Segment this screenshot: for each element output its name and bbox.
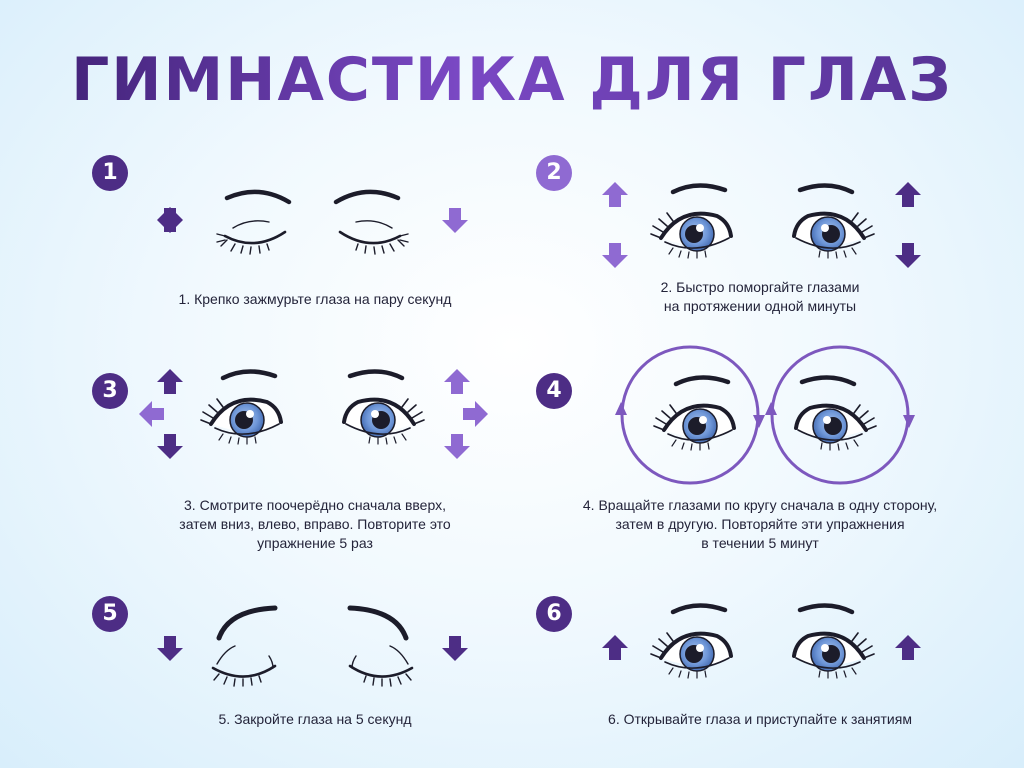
step-2-caption: 2. Быстро поморгайте глазами на протяжен… bbox=[540, 278, 980, 316]
step-5-illustration bbox=[157, 590, 468, 700]
arrow-down-icon bbox=[157, 208, 183, 233]
step-4-badge: 4 bbox=[536, 373, 572, 409]
open-eye-icon bbox=[201, 371, 281, 444]
caption-line: в течении 5 минут bbox=[701, 535, 819, 551]
caption-line: затем вниз, влево, вправо. Повторите это bbox=[179, 516, 451, 532]
open-eye-icon bbox=[654, 377, 734, 450]
closed-eye-icon bbox=[350, 608, 412, 686]
step-6-caption: 6. Открывайте глаза и приступайте к заня… bbox=[540, 710, 980, 729]
step-2-badge: 2 bbox=[536, 155, 572, 191]
step-6-badge: 6 bbox=[536, 596, 572, 632]
circular-arrow-icon bbox=[615, 345, 765, 485]
step-1-caption: 1. Крепко зажмурьте глаза на пару секунд bbox=[95, 290, 535, 309]
step-5-caption: 5. Закройте глаза на 5 секунд bbox=[95, 710, 535, 729]
circular-arrow-icon bbox=[765, 345, 915, 485]
closed-eye-icon bbox=[213, 608, 275, 686]
arrow-up-icon bbox=[895, 635, 921, 660]
page-title: ГИМНАСТИКА ДЛЯ ГЛАЗ bbox=[0, 40, 1024, 120]
arrow-right-icon bbox=[463, 401, 488, 427]
arrow-down-icon bbox=[442, 208, 468, 233]
open-eye-icon bbox=[651, 605, 731, 678]
arrow-down-icon bbox=[602, 243, 628, 268]
arrow-up-icon bbox=[602, 635, 628, 660]
caption-line: 5. Закройте глаза на 5 секунд bbox=[218, 711, 412, 727]
arrow-down-icon bbox=[895, 243, 921, 268]
open-eye-icon bbox=[794, 605, 874, 678]
arrow-up-icon bbox=[895, 182, 921, 207]
arrow-down-icon bbox=[157, 434, 183, 459]
open-eye-icon bbox=[344, 371, 424, 444]
step-3-illustration bbox=[139, 369, 488, 459]
step-4-caption: 4. Вращайте глазами по кругу сначала в о… bbox=[540, 496, 980, 553]
step-1-illustration bbox=[157, 180, 468, 270]
open-eye-icon bbox=[794, 185, 874, 258]
arrow-down-icon bbox=[157, 636, 183, 661]
arrow-down-icon bbox=[444, 434, 470, 459]
step-3-caption: 3. Смотрите поочерёдно сначала вверх, за… bbox=[95, 496, 535, 553]
arrow-up-icon bbox=[157, 369, 183, 394]
closed-eye-icon bbox=[217, 192, 289, 254]
caption-line: 6. Открывайте глаза и приступайте к заня… bbox=[608, 711, 912, 727]
arrow-up-icon bbox=[444, 369, 470, 394]
caption-line: 4. Вращайте глазами по кругу сначала в о… bbox=[582, 497, 938, 513]
step-5-badge: 5 bbox=[92, 596, 128, 632]
step-2-illustration bbox=[602, 182, 921, 268]
step-3-badge: 3 bbox=[92, 373, 128, 409]
open-eye-icon bbox=[796, 377, 876, 450]
step-4-illustration bbox=[615, 345, 915, 485]
arrow-down-icon bbox=[442, 636, 468, 661]
caption-line: на протяжении одной минуты bbox=[663, 298, 857, 314]
arrow-up-icon bbox=[602, 182, 628, 207]
closed-eye-icon bbox=[336, 192, 408, 254]
caption-line: 3. Смотрите поочерёдно сначала вверх, bbox=[184, 497, 446, 513]
step-1-badge: 1 bbox=[92, 155, 128, 191]
caption-line: затем в другую. Повторяйте эти упражнени… bbox=[615, 516, 905, 532]
open-eye-icon bbox=[651, 185, 731, 258]
step-6-illustration bbox=[602, 590, 921, 700]
caption-line: 1. Крепко зажмурьте глаза на пару секунд bbox=[178, 291, 452, 307]
caption-line: упражнение 5 раз bbox=[257, 535, 373, 551]
caption-line: 2. Быстро поморгайте глазами bbox=[660, 279, 860, 295]
arrow-left-icon bbox=[139, 401, 164, 427]
